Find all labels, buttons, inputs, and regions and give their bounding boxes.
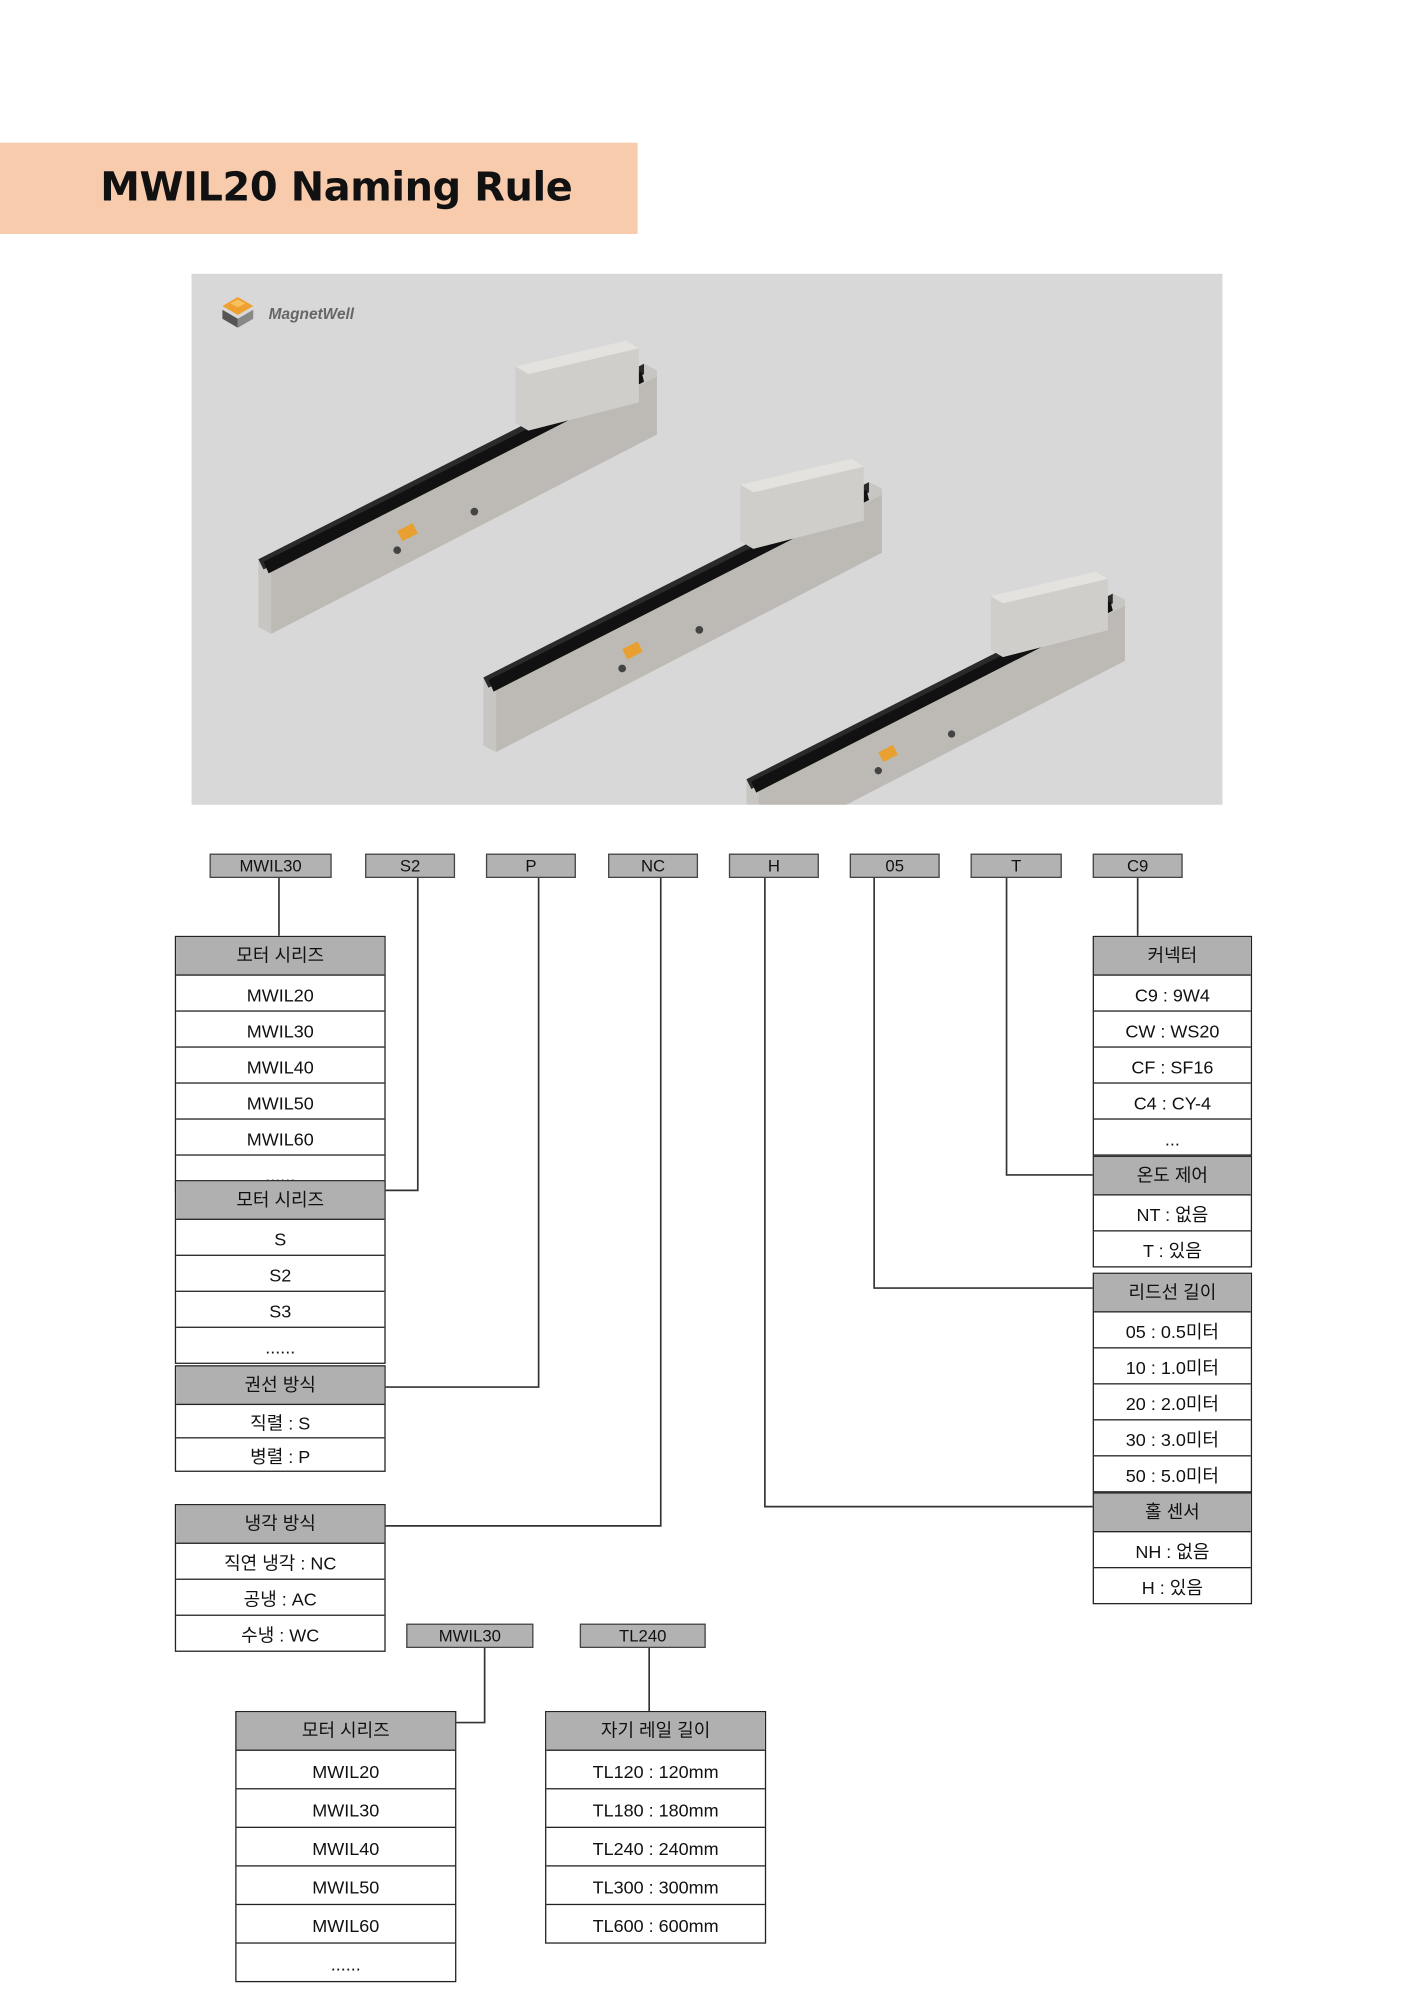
- title-band: MWIL20 Naming Rule: [0, 142, 638, 234]
- line-winding: [383, 877, 540, 1388]
- table-row: TL120 : 120mm: [592, 1761, 719, 1782]
- table-header: 홀 센서: [1093, 1493, 1251, 1533]
- line-rail-series: [453, 1648, 486, 1724]
- line-cooling: [383, 877, 662, 1527]
- line-temperature: [1005, 877, 1093, 1176]
- table-row: TL600 : 600mm: [546, 1903, 765, 1943]
- logo: MagnetWell: [215, 294, 354, 333]
- table-row: CW : WS20: [1093, 1010, 1251, 1046]
- code-segment-2: S2: [365, 853, 456, 878]
- table-temperature: 온도 제어 NT : 없음 T : 있음: [1092, 1155, 1253, 1268]
- code-segment-5: H: [728, 853, 819, 878]
- table-row: MWIL40: [236, 1826, 456, 1866]
- table-row: 30 : 3.0미터: [1093, 1419, 1251, 1455]
- table-hall-sensor: 홀 센서 NH : 없음 H : 있음: [1092, 1492, 1253, 1605]
- table-row: C9 : 9W4: [1134, 984, 1210, 1006]
- code-segment-6: 05: [849, 853, 940, 878]
- table-header: 모터 시리즈: [236, 1712, 456, 1751]
- table-row: TL180 : 180mm: [546, 1788, 765, 1827]
- table-row: 직렬 : S: [250, 1412, 311, 1434]
- table-row: ......: [176, 1326, 385, 1363]
- code-segment-8: C9: [1092, 853, 1183, 878]
- table-row: MWIL60: [176, 1118, 385, 1154]
- table-row: C4 : CY-4: [1093, 1082, 1251, 1118]
- line-series-type: [383, 877, 419, 1192]
- table-row: 10 : 1.0미터: [1093, 1347, 1251, 1383]
- table-row: 직연 냉각 : NC: [224, 1552, 337, 1574]
- rail-code-segment-2: TL240: [579, 1623, 706, 1649]
- table-header: 냉각 방식: [176, 1505, 385, 1544]
- logo-text: MagnetWell: [268, 304, 355, 323]
- product-photo: MagnetWell: [191, 273, 1223, 805]
- table-row: ......: [236, 1942, 456, 1981]
- table-row: 20 : 2.0미터: [1093, 1383, 1251, 1419]
- table-row: TL240 : 240mm: [546, 1826, 765, 1866]
- table-row: NT : 없음: [1136, 1204, 1209, 1226]
- table-row: 50 : 5.0미터: [1093, 1455, 1251, 1491]
- table-row: MWIL20: [246, 984, 314, 1006]
- table-row: 병렬 : P: [176, 1437, 385, 1470]
- table-header: 모터 시리즈: [176, 1181, 385, 1220]
- line-hall: [764, 877, 1093, 1508]
- table-row: S: [274, 1228, 287, 1250]
- table-header: 모터 시리즈: [176, 937, 385, 976]
- table-header: 커넥터: [1093, 937, 1251, 976]
- code-segment-7: T: [970, 853, 1062, 878]
- logo-icon: [222, 296, 254, 328]
- table-header: 온도 제어: [1093, 1156, 1251, 1196]
- table-row: CF : SF16: [1093, 1046, 1251, 1082]
- table-row: TL300 : 300mm: [546, 1865, 765, 1904]
- table-row: MWIL50: [236, 1865, 456, 1904]
- table-row: MWIL40: [176, 1046, 385, 1082]
- code-segment-3: P: [485, 853, 576, 878]
- table-row: S3: [176, 1290, 385, 1327]
- table-row: 05 : 0.5미터: [1125, 1321, 1219, 1343]
- line-lead: [873, 877, 1093, 1289]
- table-header: 권선 방식: [176, 1366, 385, 1406]
- table-row: H : 있음: [1093, 1567, 1251, 1603]
- rail-code-segment-1: MWIL30: [406, 1623, 534, 1649]
- table-row: MWIL30: [176, 1010, 385, 1046]
- linear-motor-render: [258, 340, 1126, 805]
- table-row: MWIL20: [312, 1761, 380, 1782]
- table-row: MWIL30: [236, 1788, 456, 1827]
- code-segment-1: MWIL30: [209, 853, 332, 878]
- table-header: 자기 레일 길이: [546, 1712, 765, 1751]
- table-row: T : 있음: [1093, 1230, 1251, 1266]
- table-row: ...: [1093, 1118, 1251, 1154]
- code-segment-4: NC: [608, 853, 699, 878]
- table-row: MWIL50: [176, 1082, 385, 1118]
- page-title: MWIL20 Naming Rule: [100, 164, 573, 211]
- table-row: S2: [176, 1254, 385, 1291]
- table-row: 공냉 : AC: [176, 1578, 385, 1615]
- table-header: 리드선 길이: [1093, 1273, 1251, 1313]
- table-row: MWIL60: [236, 1903, 456, 1943]
- table-row: NH : 없음: [1135, 1541, 1210, 1562]
- table-row: 수냉 : WC: [176, 1614, 385, 1651]
